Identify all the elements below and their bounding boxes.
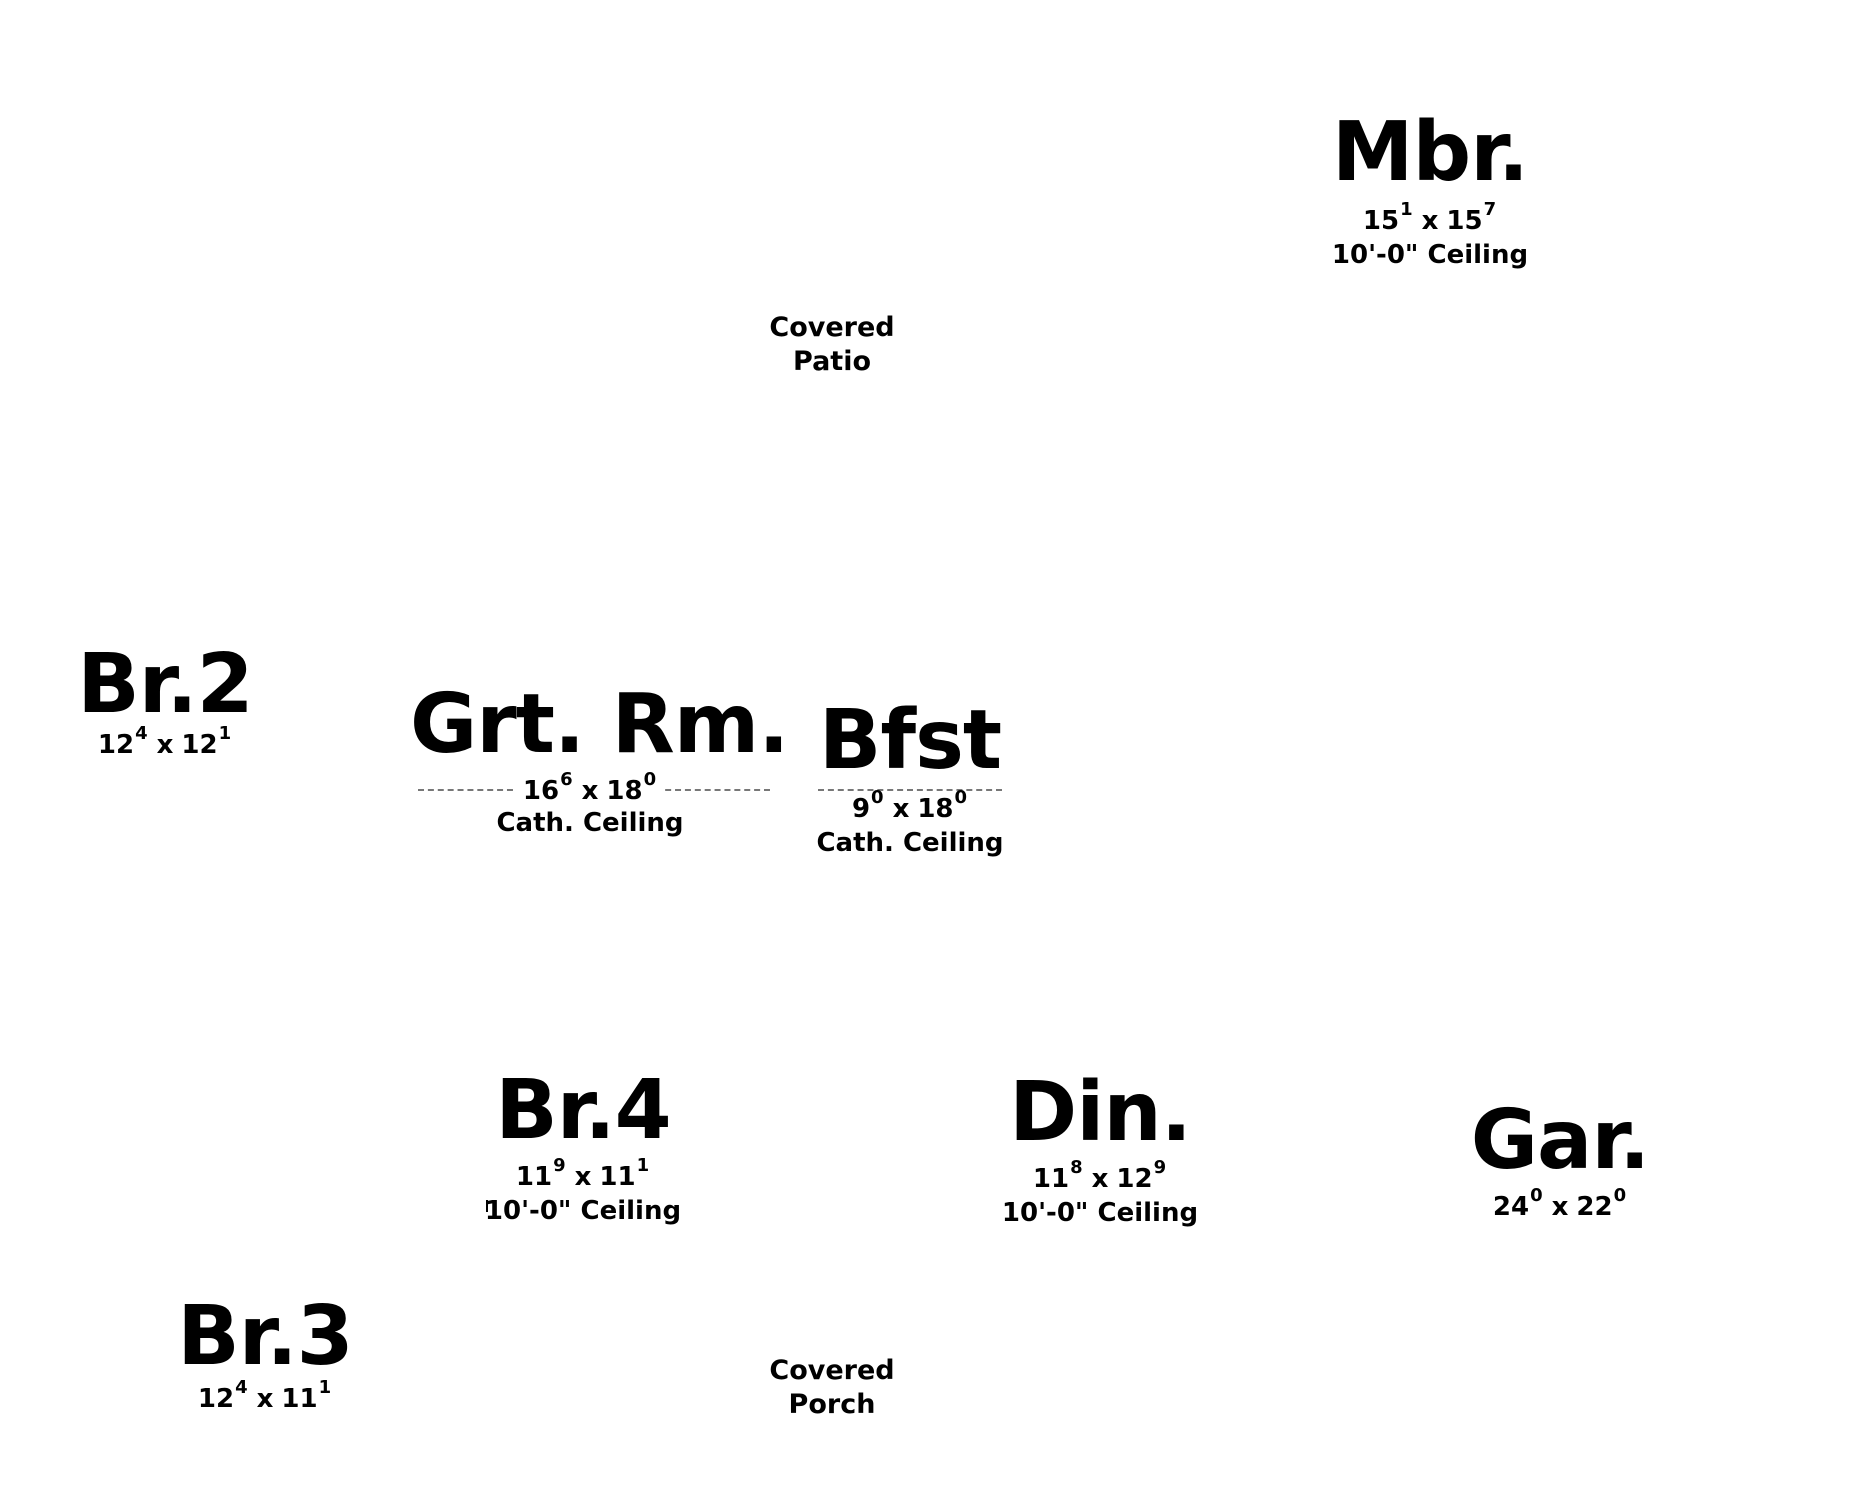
room-name: Din. bbox=[1009, 1065, 1192, 1160]
length-inches: 0 bbox=[1613, 1185, 1627, 1206]
dimension-separator: x bbox=[1421, 206, 1439, 236]
dimension-separator: x bbox=[156, 730, 174, 760]
dimension-separator: x bbox=[581, 776, 599, 806]
width-feet: 11 bbox=[515, 1162, 553, 1192]
label-line: Covered bbox=[769, 312, 895, 343]
ceiling-note: 10'-0" Ceiling bbox=[1001, 1198, 1199, 1228]
width-inches: 8 bbox=[1070, 1157, 1083, 1178]
width-feet: 12 bbox=[197, 1384, 235, 1414]
length-inches: 1 bbox=[218, 723, 232, 744]
width-feet: 12 bbox=[97, 730, 135, 760]
length-inches: 1 bbox=[636, 1155, 650, 1176]
width-feet: 11 bbox=[1032, 1164, 1070, 1194]
length-inches: 1 bbox=[318, 1377, 332, 1398]
ceiling-dashed-line bbox=[818, 789, 1002, 791]
length-feet: 11 bbox=[281, 1384, 318, 1414]
room-name: Br.2 bbox=[77, 637, 253, 732]
room-name: Br.3 bbox=[177, 1289, 353, 1384]
room-name: Bfst bbox=[818, 693, 1002, 788]
width-feet: 9 bbox=[851, 794, 871, 824]
length-feet: 12 bbox=[181, 730, 218, 760]
dimension-separator: x bbox=[1091, 1164, 1109, 1194]
length-feet: 15 bbox=[1446, 206, 1483, 236]
length-inches: 9 bbox=[1153, 1157, 1167, 1178]
covered-patio-label: Covered Patio bbox=[752, 311, 912, 379]
width-inches: 0 bbox=[871, 787, 884, 808]
label-line: Covered bbox=[769, 1355, 895, 1386]
width-inches: 4 bbox=[235, 1377, 248, 1398]
width-inches: 1 bbox=[1400, 199, 1413, 220]
dimension-separator: x bbox=[1551, 1192, 1569, 1222]
room-name: Mbr. bbox=[1331, 105, 1529, 200]
label-line: Porch bbox=[788, 1389, 876, 1420]
length-inches: 7 bbox=[1483, 199, 1497, 220]
wall-tick bbox=[486, 1200, 488, 1212]
ceiling-note: Cath. Ceiling bbox=[816, 828, 1004, 858]
room-name: Grt. Rm. bbox=[410, 677, 789, 772]
room-name: Gar. bbox=[1470, 1093, 1651, 1188]
ceiling-note: 10'-0" Ceiling bbox=[1331, 240, 1529, 270]
width-inches: 4 bbox=[135, 723, 148, 744]
length-feet: 18 bbox=[917, 794, 954, 824]
length-feet: 11 bbox=[599, 1162, 636, 1192]
length-feet: 22 bbox=[1576, 1192, 1613, 1222]
width-inches: 9 bbox=[553, 1155, 566, 1176]
width-feet: 15 bbox=[1362, 206, 1400, 236]
room-name: Br.4 bbox=[495, 1063, 671, 1158]
width-feet: 16 bbox=[522, 776, 560, 806]
length-feet: 18 bbox=[606, 776, 643, 806]
dimension-separator: x bbox=[892, 794, 910, 824]
label-line: Patio bbox=[793, 346, 871, 377]
length-feet: 12 bbox=[1116, 1164, 1153, 1194]
covered-porch-label: Covered Porch bbox=[752, 1354, 912, 1422]
width-inches: 6 bbox=[560, 769, 573, 790]
dimension-separator: x bbox=[256, 1384, 274, 1414]
ceiling-note: 10'-0" Ceiling bbox=[484, 1196, 682, 1226]
length-inches: 0 bbox=[643, 769, 657, 790]
length-inches: 0 bbox=[954, 787, 968, 808]
width-inches: 0 bbox=[1530, 1185, 1543, 1206]
ceiling-note: Cath. Ceiling bbox=[496, 808, 684, 838]
width-feet: 24 bbox=[1492, 1192, 1530, 1222]
dimension-separator: x bbox=[574, 1162, 592, 1192]
